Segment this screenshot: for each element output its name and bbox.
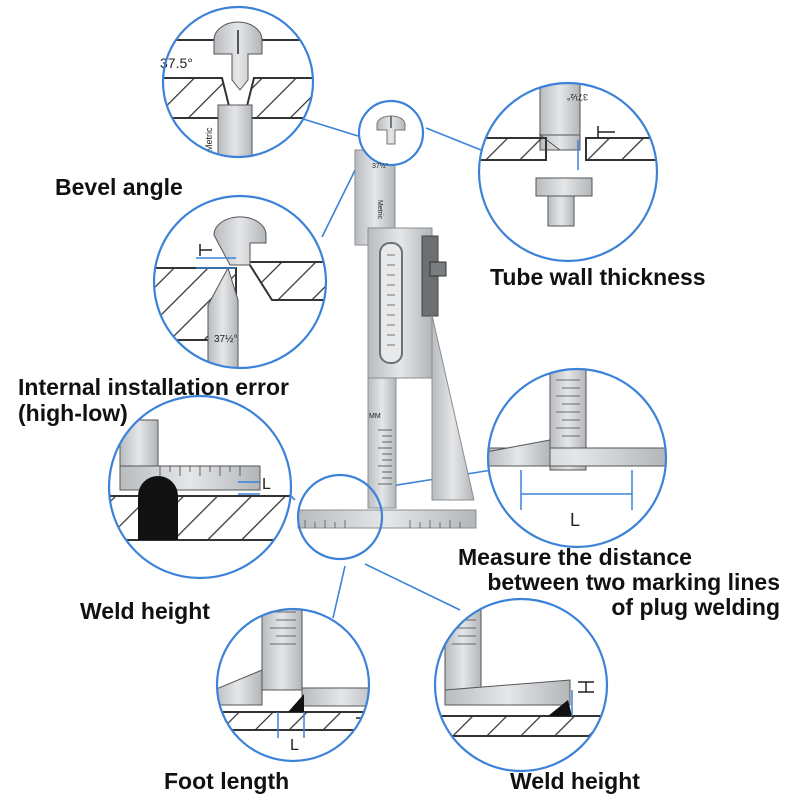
label-tube-wall-thickness: Tube wall thickness — [490, 264, 706, 290]
label-weld-height-left: Weld height — [80, 598, 210, 624]
label-foot-length: Foot length — [164, 768, 290, 794]
detail-tube-wall-thickness: 37½° — [477, 81, 659, 263]
label-measure-line2: between two marking lines — [487, 569, 780, 595]
detail-measure-distance: L — [486, 367, 668, 549]
mm-text: MM — [369, 413, 381, 420]
detail-weld-height-left: L — [107, 394, 293, 580]
detail-bevel-angle: Metric 37.5° — [160, 5, 315, 159]
metric-text: Metric — [376, 200, 383, 220]
angle-37-half: 37½° — [214, 334, 237, 345]
metric-text-2: Metric — [204, 127, 214, 152]
label-bevel-angle: Bevel angle — [55, 174, 183, 200]
label-measure-line1: Measure the distance — [458, 544, 692, 570]
svg-text:37½°: 37½° — [372, 162, 389, 170]
detail-foot-length: L — [215, 607, 371, 763]
label-weld-height-bottom: Weld height — [510, 768, 640, 794]
dim-L-1: L — [262, 476, 271, 493]
detail-weld-height-bottom — [433, 597, 609, 773]
dim-L-3: L — [290, 737, 299, 754]
label-measure-line3: of plug welding — [611, 594, 780, 620]
label-internal-error-line2: (high-low) — [18, 400, 128, 426]
dim-L-2: L — [570, 510, 580, 530]
svg-text:37½°: 37½° — [566, 92, 588, 102]
label-internal-error-line1: Internal installation error — [18, 374, 289, 400]
detail-internal-error: 37½° — [152, 194, 328, 370]
angle-37-5: 37.5° — [160, 55, 193, 71]
gauge-main: 37½° Metric MM — [296, 99, 477, 561]
